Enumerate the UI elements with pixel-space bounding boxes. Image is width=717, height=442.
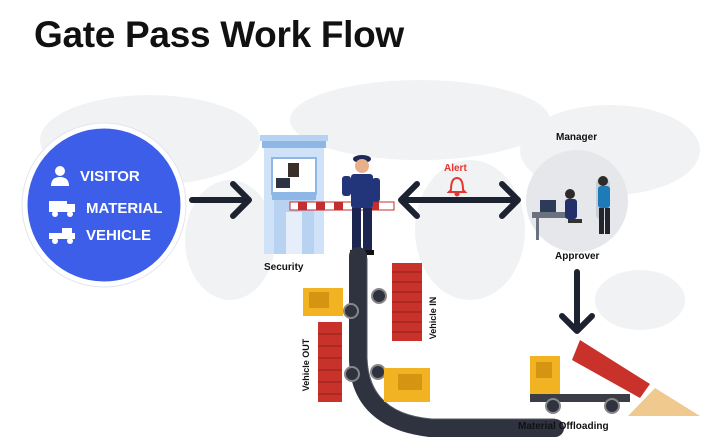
security-booth xyxy=(260,135,395,254)
vehicle-in-truck xyxy=(303,263,422,341)
vehicle-out-label: Vehicle OUT xyxy=(301,338,311,392)
road-path xyxy=(349,247,564,437)
material-item: MATERIAL xyxy=(48,198,162,218)
manager-label: Manager xyxy=(556,132,598,143)
vehicle-item: VEHICLE xyxy=(48,225,151,245)
offloading-truck xyxy=(530,340,700,416)
security-guard-figure xyxy=(342,155,380,255)
bell-icon xyxy=(446,176,468,197)
vehicle-label: VEHICLE xyxy=(86,226,152,244)
material-label: MATERIAL xyxy=(86,199,163,217)
vehicle-in-label: Vehicle IN xyxy=(428,296,438,340)
page-title: Gate Pass Work Flow xyxy=(34,14,404,55)
approver-office-illustration xyxy=(526,150,628,252)
arrow-to-security xyxy=(189,181,252,219)
material-offloading-label: Material Offloading xyxy=(518,421,609,432)
person-icon xyxy=(48,165,72,187)
truck-icon xyxy=(48,198,78,218)
visitor-label: VISITOR xyxy=(80,167,140,185)
security-label: Security xyxy=(264,262,304,273)
pickup-truck-icon xyxy=(48,225,78,245)
alert-double-arrow xyxy=(398,181,521,219)
categories-circle xyxy=(22,123,186,287)
visitor-item: VISITOR xyxy=(48,165,140,187)
vehicle-out-truck xyxy=(318,322,430,402)
approver-label: Approver xyxy=(555,251,600,262)
alert-label: Alert xyxy=(444,163,467,174)
arrow-to-offloading xyxy=(559,269,595,334)
